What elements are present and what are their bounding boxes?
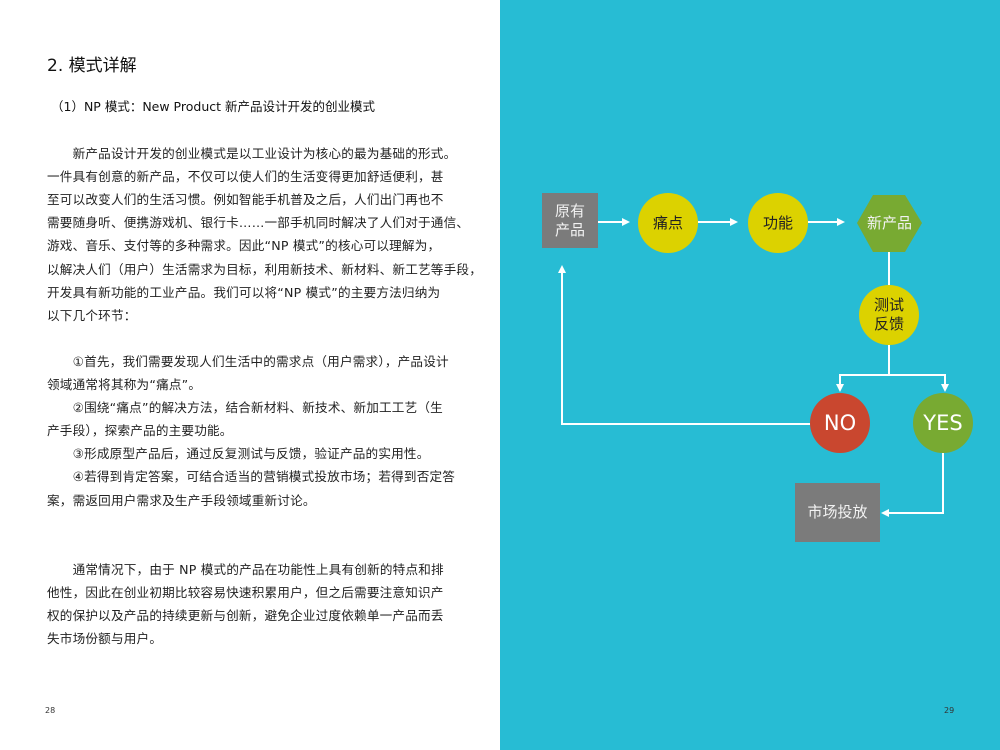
subsection-heading: （1）NP 模式：New Product 新产品设计开发的创业模式 (51, 99, 375, 114)
body-line: 领域通常将其称为“痛点”。 (47, 377, 202, 392)
arrow-test-to-yes (889, 374, 949, 392)
node-pain-point: 痛点 (638, 193, 698, 253)
body-line: ④若得到肯定答案，可结合适当的营销模式投放市场；若得到否定答 (47, 469, 456, 485)
body-line: ②围绕“痛点”的解决方法，结合新材料、新技术、新加工工艺（生 (47, 400, 443, 416)
node-yes: YES (913, 393, 973, 453)
body-line: 一件具有创意的新产品，不仅可以使人们的生活变得更加舒适便利，甚 (47, 169, 444, 185)
new-product-hexagon (857, 195, 922, 252)
node-no: NO (810, 393, 870, 453)
node-market-launch: 市场投放 (795, 483, 880, 542)
node-test-feedback: 测试反馈 (859, 285, 919, 345)
flow-connectors (558, 195, 949, 517)
body-line: 以解决人们（用户）生活需求为目标，利用新技术、新材料、新工艺等手段， (47, 261, 482, 277)
body-line: ③形成原型产品后，通过反复测试与反馈，验证产品的实用性。 (47, 446, 430, 462)
page-number-right: 29 (944, 706, 955, 715)
body-line: 失市场份额与用户。 (47, 631, 163, 647)
body-line: 需要随身听、便携游戏机、银行卡……一部手机同时解决了人们对于通信、 (47, 215, 470, 231)
body-line: 产手段），探索产品的主要功能。 (47, 423, 233, 439)
body-line: 权的保护以及产品的持续更新与创新，避免企业过度依赖单一产品而丢 (47, 608, 444, 623)
body-line: 以下几个环节： (47, 307, 137, 323)
arrow-no-to-original (558, 265, 810, 425)
body-line: 通常情况下，由于 NP 模式的产品在功能性上具有创新的特点和排 (47, 561, 444, 577)
arrow-test-to-no (836, 345, 890, 392)
left-page: 2. 模式详解 （1）NP 模式：New Product 新产品设计开发的创业模… (45, 56, 482, 715)
body-line: 案，需返回用户需求及生产手段领域重新讨论。 (47, 492, 316, 508)
node-function: 功能 (748, 193, 808, 253)
body-line: 开发具有新功能的工业产品。我们可以将“NP 模式”的主要方法归纳为 (47, 284, 441, 300)
body-line: 他性，因此在创业初期比较容易快速积累用户，但之后需要注意知识产 (47, 584, 444, 600)
body-line: 至可以改变人们的生活习惯。例如智能手机普及之后，人们出门再也不 (47, 192, 444, 208)
node-original-product: 原有产品 (542, 193, 598, 248)
section-heading: 2. 模式详解 (47, 56, 137, 76)
right-page: 原有产品 痛点 功能 新产品 测试反馈 NO YES 市场投放 29 (500, 0, 1000, 750)
arrow-yes-to-market (881, 453, 944, 517)
page-number-left: 28 (45, 706, 56, 715)
node-new-product: 新产品 (866, 214, 912, 232)
body-line: 游戏、音乐、支付等的多种需求。因此“NP 模式”的核心可以理解为， (47, 238, 441, 254)
body-line: ①首先，我们需要发现人们生活中的需求点（用户需求），产品设计 (47, 353, 449, 369)
body-line: 新产品设计开发的创业模式是以工业设计为核心的最为基础的形式。 (47, 146, 457, 161)
